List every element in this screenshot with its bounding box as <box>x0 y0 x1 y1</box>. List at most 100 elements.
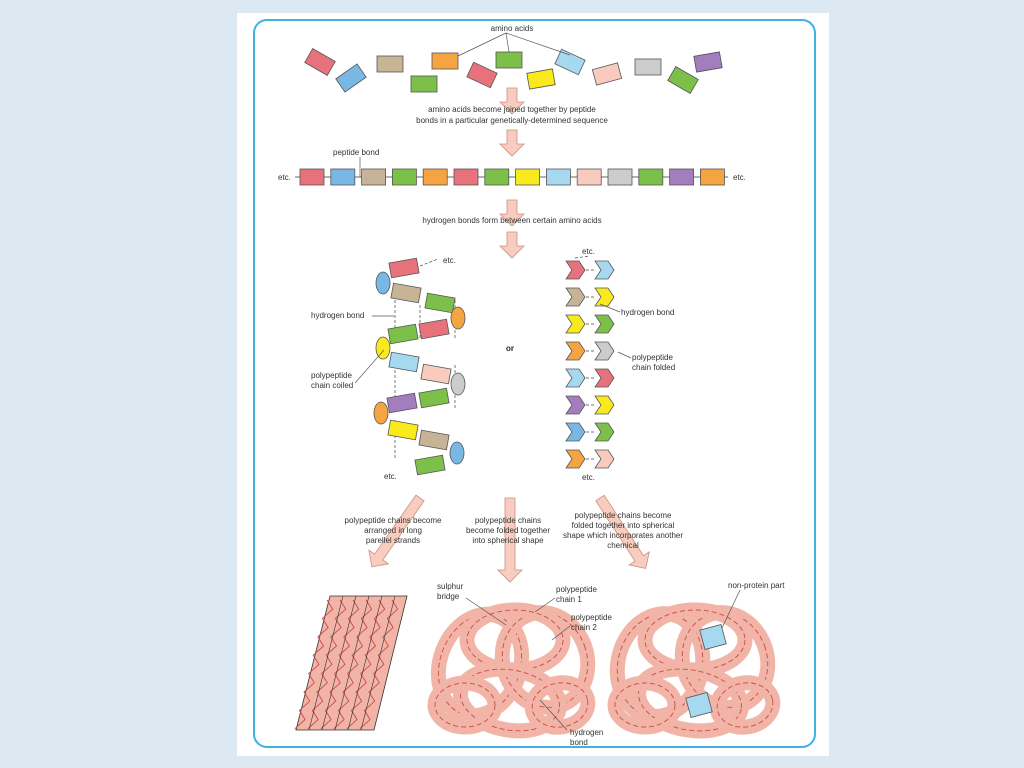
sheet-residue <box>565 395 586 415</box>
right-caption-3: shape which incorporates another <box>563 531 683 540</box>
amino-acid-block <box>466 61 498 89</box>
amino-acid-block <box>634 58 662 76</box>
sheet-etc-top: etc. <box>582 247 595 256</box>
chain2-label-1: polypeptide <box>571 613 612 622</box>
amino-acid-block <box>361 168 387 186</box>
amino-acid-block <box>387 323 419 345</box>
sheet-residue <box>594 422 615 442</box>
down-arrow-icon <box>499 199 525 227</box>
non-protein-pointer <box>721 589 741 629</box>
amino-acid-block <box>424 292 456 314</box>
helix-turn <box>450 306 466 330</box>
chain1-pointer <box>534 597 556 613</box>
sheet-residue <box>594 341 615 361</box>
amino-acid-block <box>591 62 623 86</box>
amino-acid-block <box>376 55 404 73</box>
amino-acid-block <box>669 168 694 186</box>
hbond-bottom-pointer <box>539 699 568 731</box>
chain2-label-2: chain 2 <box>571 623 597 632</box>
hbond-bottom-label-2: bond <box>570 738 588 747</box>
chain-coiled-label-2: chain coiled <box>311 381 353 390</box>
conjugated-protein <box>607 602 781 739</box>
left-caption-2: arranged in long <box>364 526 422 535</box>
right-caption-1: polypeptide chains become <box>575 511 673 520</box>
hbond-bottom-label-1: hydrogen <box>570 728 603 737</box>
diagram-frame <box>253 19 816 748</box>
sheet-residue <box>565 287 586 307</box>
down-arrow-icon <box>499 231 525 259</box>
chain-coiled-pointer <box>354 349 385 384</box>
step1-caption-line1: amino acids become joined together by pe… <box>428 105 596 114</box>
amino-acid-block <box>484 168 510 186</box>
amino-acid-block <box>304 48 336 76</box>
amino-acid-block <box>418 429 450 451</box>
amino-acid-block <box>299 168 325 186</box>
amino-acid-block <box>515 168 540 186</box>
right-caption-2: folded together into spherical <box>572 521 675 530</box>
chain-etc-left: etc. <box>278 173 291 182</box>
amino-acid-block <box>390 282 422 304</box>
sheet-residue <box>594 287 615 307</box>
amino-acid-block <box>330 168 356 186</box>
down-arrow-icon <box>595 494 650 569</box>
amino-acid-block <box>388 257 420 279</box>
sheet-residue <box>565 260 586 280</box>
helix-etc-top: etc. <box>443 256 456 265</box>
step2-caption: hydrogen bonds form between certain amin… <box>422 216 601 225</box>
amino-acid-block <box>700 168 725 186</box>
sheet-residue <box>565 422 586 442</box>
amino-acid-block <box>387 419 419 441</box>
chain-coiled-label-1: polypeptide <box>311 371 352 380</box>
down-arrow-icon <box>497 497 523 583</box>
amino-acid-block <box>638 168 664 186</box>
amino-acid-block <box>418 387 450 409</box>
or-label: or <box>506 344 514 353</box>
chain-etc-right: etc. <box>733 173 746 182</box>
non-protein-part <box>685 692 713 718</box>
amino-acid-block <box>418 318 450 340</box>
amino-acid-block <box>526 68 556 90</box>
sheet-residue <box>565 368 586 388</box>
amino-acid-block <box>335 63 367 93</box>
amino-acid-block <box>607 168 633 186</box>
amino-acid-block <box>391 168 417 186</box>
amino-acid-block <box>453 168 479 186</box>
sheet-residue <box>594 395 615 415</box>
amino-acid-block <box>388 351 420 373</box>
peptide-chain <box>299 168 725 186</box>
helix-turn <box>449 441 465 465</box>
sheet-residue <box>594 368 615 388</box>
amino-acids-pointers <box>457 32 571 57</box>
amino-acid-block <box>667 66 699 94</box>
non-protein-label: non-protein part <box>728 581 785 590</box>
amino-acid-block <box>386 392 418 414</box>
amino-acids-label: amino acids <box>491 24 534 33</box>
helix-etc-bottom: etc. <box>384 472 397 481</box>
chain1-label-1: polypeptide <box>556 585 597 594</box>
helix-turn <box>375 336 391 360</box>
chain1-label-2: chain 1 <box>556 595 582 604</box>
amino-acid-block <box>420 363 452 385</box>
beta-sheet <box>565 255 615 469</box>
sulphur-bridge-label-1: sulphur <box>437 582 464 591</box>
sheet-hbond-pointer <box>599 303 621 313</box>
amino-acid-block <box>554 48 586 76</box>
fibrous-protein <box>294 595 408 731</box>
peptide-bond-label: peptide bond <box>333 148 379 157</box>
sheet-residue <box>565 341 586 361</box>
helix-turn <box>373 401 389 425</box>
chain-folded-label-1: polypeptide <box>632 353 673 362</box>
mid-caption-1: polypeptide chains <box>475 516 541 525</box>
sheet-residue <box>594 449 615 469</box>
chain-folded-label-2: chain folded <box>632 363 675 372</box>
sheet-etc-bottom: etc. <box>582 473 595 482</box>
mid-caption-3: into spherical shape <box>472 536 544 545</box>
mid-caption-2: become folded together <box>466 526 550 535</box>
amino-acid-block <box>546 168 571 186</box>
down-arrow-icon <box>368 494 425 568</box>
sulphur-bridge-pointer <box>465 597 507 626</box>
helix-hydrogen-bond-label: hydrogen bond <box>311 311 364 320</box>
down-arrow-icon <box>499 87 525 115</box>
sheet-residue <box>565 314 586 334</box>
